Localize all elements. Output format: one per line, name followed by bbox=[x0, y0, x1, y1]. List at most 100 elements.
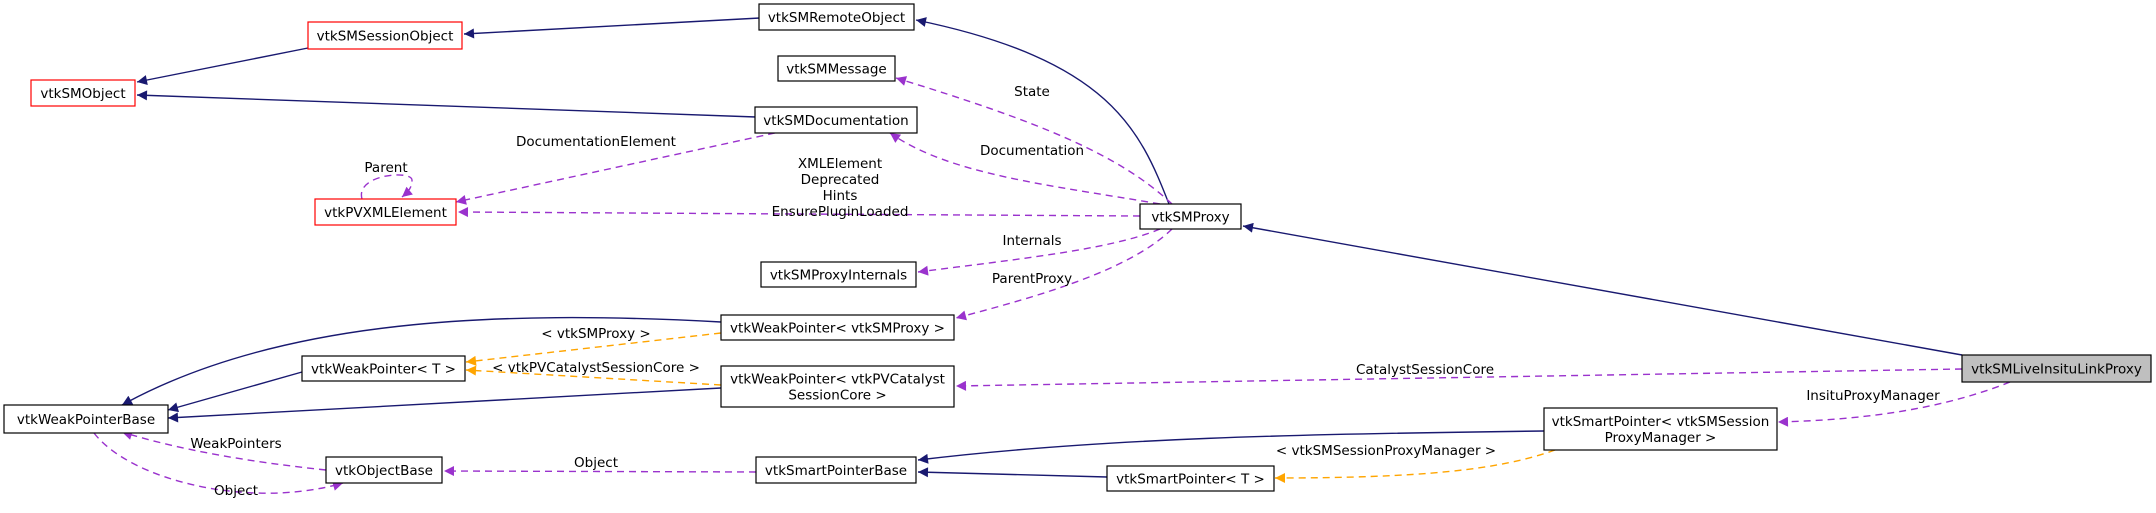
edge-label-line: Object bbox=[574, 455, 618, 471]
edge-inheritance-vtkSMSessionObject-to-vtkSMRemoteObject bbox=[463, 17, 761, 39]
class-name: vtkSMProxyInternals bbox=[770, 268, 907, 284]
edge-label: ParentProxy bbox=[992, 271, 1072, 287]
class-name: vtkWeakPointer< vtkSMProxy > bbox=[730, 321, 945, 337]
class-name-line: vtkSMObject bbox=[40, 86, 125, 102]
class-box[interactable] bbox=[1106, 465, 1275, 492]
edge-usage-vtkSMMessage-to-vtkSMProxy bbox=[895, 76, 1173, 205]
edge-label-line: Internals bbox=[1002, 233, 1061, 249]
class-name-line: vtkSMProxyInternals bbox=[770, 268, 907, 284]
edge-usage-vtkPVXMLElement-to-vtkSMProxy bbox=[457, 207, 1141, 218]
edge-label: DocumentationElement bbox=[516, 134, 676, 150]
class-node-vtkSMDocumentation[interactable]: vtkSMDocumentation bbox=[754, 106, 918, 134]
edge-label-line: < vtkPVCatalystSessionCore > bbox=[492, 360, 700, 376]
class-box[interactable] bbox=[777, 55, 896, 82]
class-box[interactable] bbox=[1139, 203, 1242, 230]
class-node-vtkSMLiveInsituLinkProxy[interactable]: vtkSMLiveInsituLinkProxy bbox=[1961, 354, 2152, 383]
edge-label-line: DocumentationElement bbox=[516, 134, 676, 150]
edge-label: Parent bbox=[364, 160, 407, 176]
class-name: vtkSmartPointerBase bbox=[765, 463, 907, 479]
class-name: vtkSMDocumentation bbox=[763, 113, 908, 129]
class-name: vtkSMLiveInsituLinkProxy bbox=[1971, 362, 2142, 378]
edge-label-line: < vtkSMSessionProxyManager > bbox=[1276, 443, 1496, 459]
class-name: vtkObjectBase bbox=[335, 463, 433, 479]
edge-usage-vtkSMProxyInternals-to-vtkSMProxy bbox=[917, 228, 1161, 276]
class-box[interactable] bbox=[754, 106, 918, 134]
class-box[interactable] bbox=[1543, 407, 1778, 451]
edge-label-line: Documentation bbox=[980, 143, 1084, 159]
class-node-vtkSMProxyInternals[interactable]: vtkSMProxyInternals bbox=[760, 261, 917, 288]
class-name-line: vtkObjectBase bbox=[335, 463, 433, 479]
class-node-vtkSmartPointerBase[interactable]: vtkSmartPointerBase bbox=[755, 456, 917, 484]
class-name-line: vtkSMSessionObject bbox=[317, 29, 454, 45]
edge-label-line: XMLElement bbox=[798, 156, 882, 172]
class-box[interactable] bbox=[720, 365, 955, 408]
class-box[interactable] bbox=[325, 456, 443, 484]
class-box[interactable] bbox=[760, 261, 917, 288]
class-name-line: vtkWeakPointer< vtkPVCatalyst bbox=[730, 372, 945, 388]
class-name-line: vtkSMMessage bbox=[786, 62, 887, 78]
edge-inheritance-vtkSMRemoteObject-to-vtkSMProxy bbox=[915, 17, 1170, 205]
edge-inheritance-vtkWeakPointerBase-to-vtkWeakPointer_T bbox=[167, 371, 303, 413]
edge-usage-vtkSMDocumentation-to-vtkSMProxy bbox=[889, 132, 1161, 205]
class-node-vtkWeakPointer_T[interactable]: vtkWeakPointer< T > bbox=[301, 355, 466, 382]
edge-label: State bbox=[1014, 84, 1050, 100]
edge-label-line: Parent bbox=[364, 160, 407, 176]
class-name-line: vtkSMRemoteObject bbox=[768, 10, 905, 26]
class-box[interactable] bbox=[758, 3, 915, 31]
edge-label-line: Hints bbox=[823, 188, 858, 204]
class-node-vtkSMSessionObject[interactable]: vtkSMSessionObject bbox=[307, 21, 463, 50]
class-name-line: SessionCore > bbox=[788, 388, 886, 404]
edge-label-line: < vtkSMProxy > bbox=[541, 326, 651, 342]
edge-inheritance-vtkSMObject-to-vtkSMDocumentation bbox=[136, 90, 757, 118]
class-name: vtkSMObject bbox=[40, 86, 125, 102]
class-box[interactable] bbox=[720, 314, 955, 341]
class-box[interactable] bbox=[1961, 354, 2152, 383]
class-name: vtkSMRemoteObject bbox=[768, 10, 905, 26]
class-node-vtkWeakPointerBase[interactable]: vtkWeakPointerBase bbox=[3, 404, 169, 434]
edge-label-line: ParentProxy bbox=[992, 271, 1072, 287]
class-name-line: vtkSmartPointer< T > bbox=[1116, 472, 1265, 488]
edge-label-line: State bbox=[1014, 84, 1050, 100]
class-name-line: vtkSMProxy bbox=[1151, 210, 1229, 226]
class-box[interactable] bbox=[307, 21, 463, 50]
class-name-line: ProxyManager > bbox=[1605, 430, 1717, 446]
edge-inheritance-vtkSmartPointerBase-to-vtkSmartPointer_SessionProxyManager bbox=[917, 430, 1545, 464]
edge-label: < vtkPVCatalystSessionCore > bbox=[492, 360, 700, 376]
class-node-vtkObjectBase[interactable]: vtkObjectBase bbox=[325, 456, 443, 484]
edge-inheritance-vtkSMProxy-to-vtkSMLiveInsituLinkProxy bbox=[1242, 222, 1963, 356]
edge-inheritance-vtkWeakPointerBase-to-vtkWeakPointer_vtkSMProxy bbox=[121, 316, 722, 406]
edge-label: Internals bbox=[1002, 233, 1061, 249]
class-name: vtkWeakPointer< T > bbox=[311, 362, 456, 378]
class-box[interactable] bbox=[755, 456, 917, 484]
class-node-vtkSmartPointer_T[interactable]: vtkSmartPointer< T > bbox=[1106, 465, 1275, 492]
edges-layer bbox=[93, 17, 2011, 494]
class-node-vtkSMRemoteObject[interactable]: vtkSMRemoteObject bbox=[758, 3, 915, 31]
class-name-line: vtkWeakPointer< T > bbox=[311, 362, 456, 378]
class-box[interactable] bbox=[301, 355, 466, 382]
edge-label: InsituProxyManager bbox=[1806, 388, 1940, 404]
class-node-vtkSMMessage[interactable]: vtkSMMessage bbox=[777, 55, 896, 82]
class-box[interactable] bbox=[30, 79, 136, 107]
edge-label: < vtkSMSessionProxyManager > bbox=[1276, 443, 1496, 459]
edge-usage-vtkWeakPointerBase-to-vtkObjectBase bbox=[121, 430, 327, 471]
edge-label: Object bbox=[214, 483, 258, 499]
edge-label: Documentation bbox=[980, 143, 1084, 159]
class-node-vtkSMProxy[interactable]: vtkSMProxy bbox=[1139, 203, 1242, 230]
edge-label-line: Object bbox=[214, 483, 258, 499]
edge-usage-vtkObjectBase-to-vtkSmartPointerBase bbox=[443, 466, 757, 477]
class-node-vtkSMObject[interactable]: vtkSMObject bbox=[30, 79, 136, 107]
class-node-vtkPVXMLElement[interactable]: vtkPVXMLElement bbox=[314, 198, 457, 226]
class-box[interactable] bbox=[314, 198, 457, 226]
edge-inheritance-vtkSmartPointerBase-to-vtkSmartPointer_T bbox=[917, 467, 1108, 478]
edge-inheritance-vtkSMObject-to-vtkSMSessionObject bbox=[136, 47, 309, 85]
class-box[interactable] bbox=[3, 404, 169, 434]
edge-usage-vtkObjectBase-to-vtkWeakPointerBase bbox=[93, 432, 344, 494]
class-name-line: vtkSMDocumentation bbox=[763, 113, 908, 129]
class-node-vtkWeakPointer_vtkSMProxy[interactable]: vtkWeakPointer< vtkSMProxy > bbox=[720, 314, 955, 341]
